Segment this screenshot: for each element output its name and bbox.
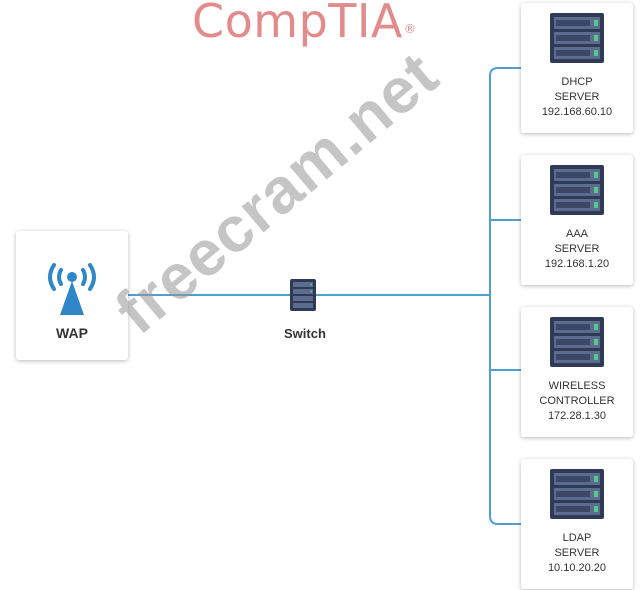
server-name-line1: AAA [565,228,588,240]
server-name-line1: DHCP [561,76,593,88]
network-switch-icon[interactable] [290,279,316,311]
server-node-dhcp[interactable]: DHCP SERVER 192.168.60.10 [521,3,633,133]
server-name-line1: LDAP [562,532,592,544]
server-ip: 192.168.60.10 [541,106,613,118]
server-label: DHCP SERVER 192.168.60.10 [521,75,633,120]
switch-label: Switch [284,326,326,341]
trunk-bus [489,67,521,525]
server-label: WIRELESS CONTROLLER 172.28.1.30 [521,379,633,424]
server-node-ldap[interactable]: LDAP SERVER 10.10.20.20 [521,459,633,589]
server-name-line1: WIRELESS [548,380,606,392]
wap-node[interactable]: WAP [16,231,128,360]
server-node-wireless-controller[interactable]: WIRELESS CONTROLLER 172.28.1.30 [521,307,633,437]
server-rack-icon [550,165,604,215]
wireless-antenna-icon [48,263,96,315]
server-rack-icon [550,317,604,367]
server-node-aaa[interactable]: AAA SERVER 192.168.1.20 [521,155,633,285]
server-label: LDAP SERVER 10.10.20.20 [521,531,633,576]
server-name-line2: CONTROLLER [539,395,615,407]
server-rack-icon [550,13,604,63]
server-rack-icon [550,469,604,519]
wap-label: WAP [56,325,88,341]
server-ip: 172.28.1.30 [547,410,607,422]
server-name-line2: SERVER [554,243,600,255]
server-ip: 192.168.1.20 [544,258,610,270]
server-name-line2: SERVER [554,91,600,103]
server-name-line2: SERVER [554,547,600,559]
server-label: AAA SERVER 192.168.1.20 [521,227,633,272]
comptia-logo: CompTIA® [192,0,417,48]
server-ip: 10.10.20.20 [547,562,607,574]
